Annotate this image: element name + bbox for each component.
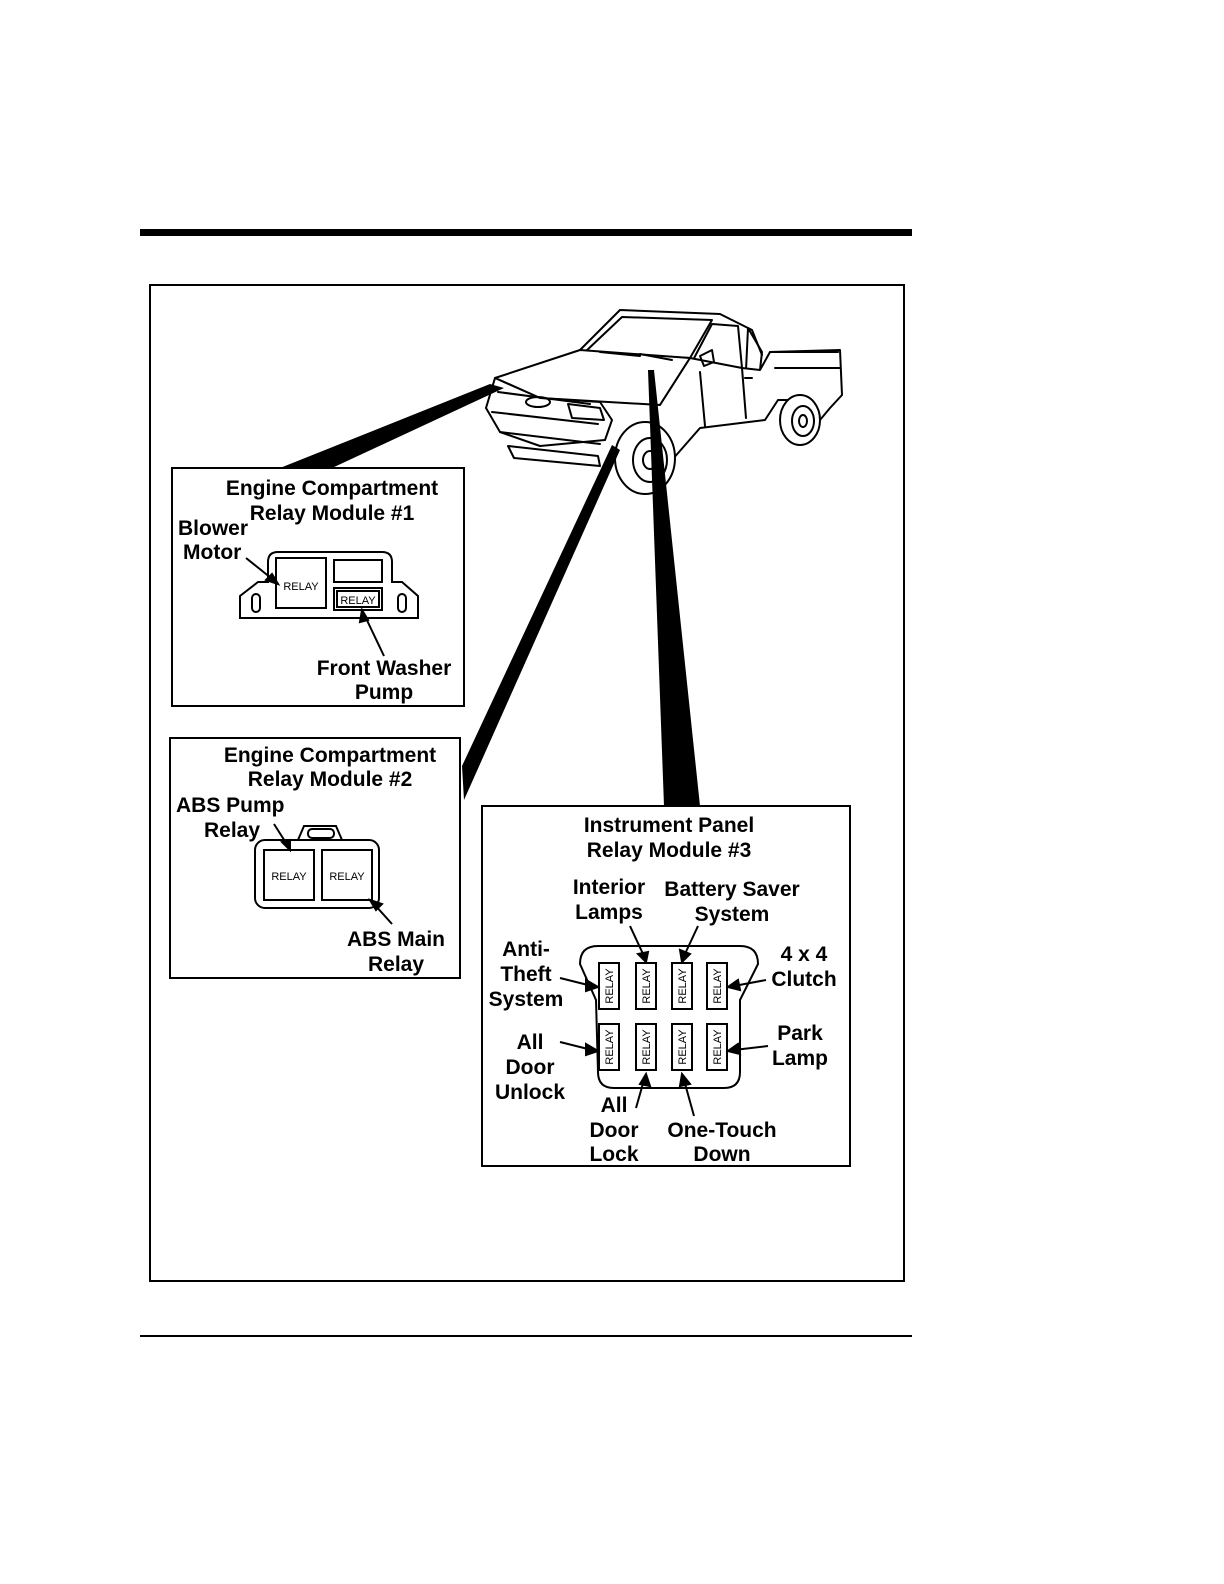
blower-motor-label-line-2: Motor bbox=[183, 541, 241, 564]
module-1-relay-left-label: RELAY bbox=[283, 581, 319, 593]
relay-interior-lamps-label: RELAY bbox=[641, 968, 653, 1004]
relay-module-1: Engine Compartment Relay Module #1 Blowe… bbox=[171, 467, 465, 707]
module-3-title-line-2: Relay Module #3 bbox=[587, 839, 752, 862]
relay-park-lamp-label: RELAY bbox=[712, 1029, 724, 1065]
module-2-title-line-2: Relay Module #2 bbox=[248, 768, 413, 791]
abs-main-label-line-2: Relay bbox=[368, 953, 424, 976]
interior-lamps-label-line-1: Interior bbox=[573, 876, 645, 899]
battery-saver-label-line-1: Battery Saver bbox=[664, 878, 799, 901]
relay-all-door-lock-label: RELAY bbox=[641, 1029, 653, 1065]
callout-wedge-module-3 bbox=[648, 370, 700, 806]
all-door-unlock-label-line-1: All bbox=[517, 1031, 544, 1054]
front-washer-pump-label-line-2: Pump bbox=[355, 681, 413, 704]
one-touch-down-label-line-2: Down bbox=[693, 1143, 750, 1166]
module-2-relay-right-label: RELAY bbox=[329, 871, 365, 883]
four-by-four-label-line-2: Clutch bbox=[771, 968, 836, 991]
relay-all-door-unlock-label: RELAY bbox=[604, 1029, 616, 1065]
anti-theft-label-line-3: System bbox=[489, 988, 564, 1011]
module-1-title-line-1: Engine Compartment bbox=[226, 477, 438, 500]
battery-saver-label-line-2: System bbox=[695, 903, 770, 926]
module-3-arrows bbox=[559, 925, 769, 1117]
anti-theft-label-line-2: Theft bbox=[500, 963, 551, 986]
four-by-four-label-line-1: 4 x 4 bbox=[781, 943, 828, 966]
relay-battery-saver-label: RELAY bbox=[677, 968, 689, 1004]
callout-wedge-module-2 bbox=[462, 445, 620, 800]
abs-pump-label-line-1: ABS Pump bbox=[176, 794, 285, 817]
one-touch-down-label-line-1: One-Touch bbox=[667, 1119, 776, 1142]
module-3-title-line-1: Instrument Panel bbox=[584, 814, 754, 837]
blower-motor-label-line-1: Blower bbox=[178, 517, 248, 540]
abs-main-label-line-1: ABS Main bbox=[347, 928, 445, 951]
relay-module-2: Engine Compartment Relay Module #2 ABS P… bbox=[169, 737, 461, 979]
all-door-lock-label-line-1: All bbox=[601, 1094, 628, 1117]
top-rule bbox=[140, 229, 912, 236]
relay-one-touch-down-label: RELAY bbox=[677, 1029, 689, 1065]
callout-wedge-module-1 bbox=[280, 384, 504, 468]
module-2-relay-left-label: RELAY bbox=[271, 871, 307, 883]
relay-four-by-four-label: RELAY bbox=[712, 968, 724, 1004]
park-lamp-label-line-1: Park bbox=[777, 1022, 823, 1045]
module-2-title-line-1: Engine Compartment bbox=[224, 744, 436, 767]
all-door-lock-label-line-2: Door bbox=[590, 1119, 639, 1142]
all-door-lock-label-line-3: Lock bbox=[589, 1143, 638, 1166]
bottom-rule bbox=[140, 1335, 912, 1337]
front-washer-pump-label-line-1: Front Washer bbox=[317, 657, 452, 680]
relay-module-3: Instrument Panel Relay Module #3 Interio… bbox=[481, 805, 851, 1167]
figure-frame bbox=[149, 284, 905, 1282]
interior-lamps-label-line-2: Lamps bbox=[575, 901, 643, 924]
all-door-unlock-label-line-2: Door bbox=[506, 1056, 555, 1079]
truck-illustration bbox=[485, 309, 843, 495]
module-1-relay-right-label: RELAY bbox=[340, 595, 376, 607]
anti-theft-label-line-1: Anti- bbox=[502, 938, 550, 961]
module-1-title-line-2: Relay Module #1 bbox=[250, 502, 415, 525]
relay-anti-theft-label: RELAY bbox=[604, 968, 616, 1004]
abs-pump-label-line-2: Relay bbox=[204, 819, 260, 842]
all-door-unlock-label-line-3: Unlock bbox=[495, 1081, 565, 1104]
park-lamp-label-line-2: Lamp bbox=[772, 1047, 828, 1070]
